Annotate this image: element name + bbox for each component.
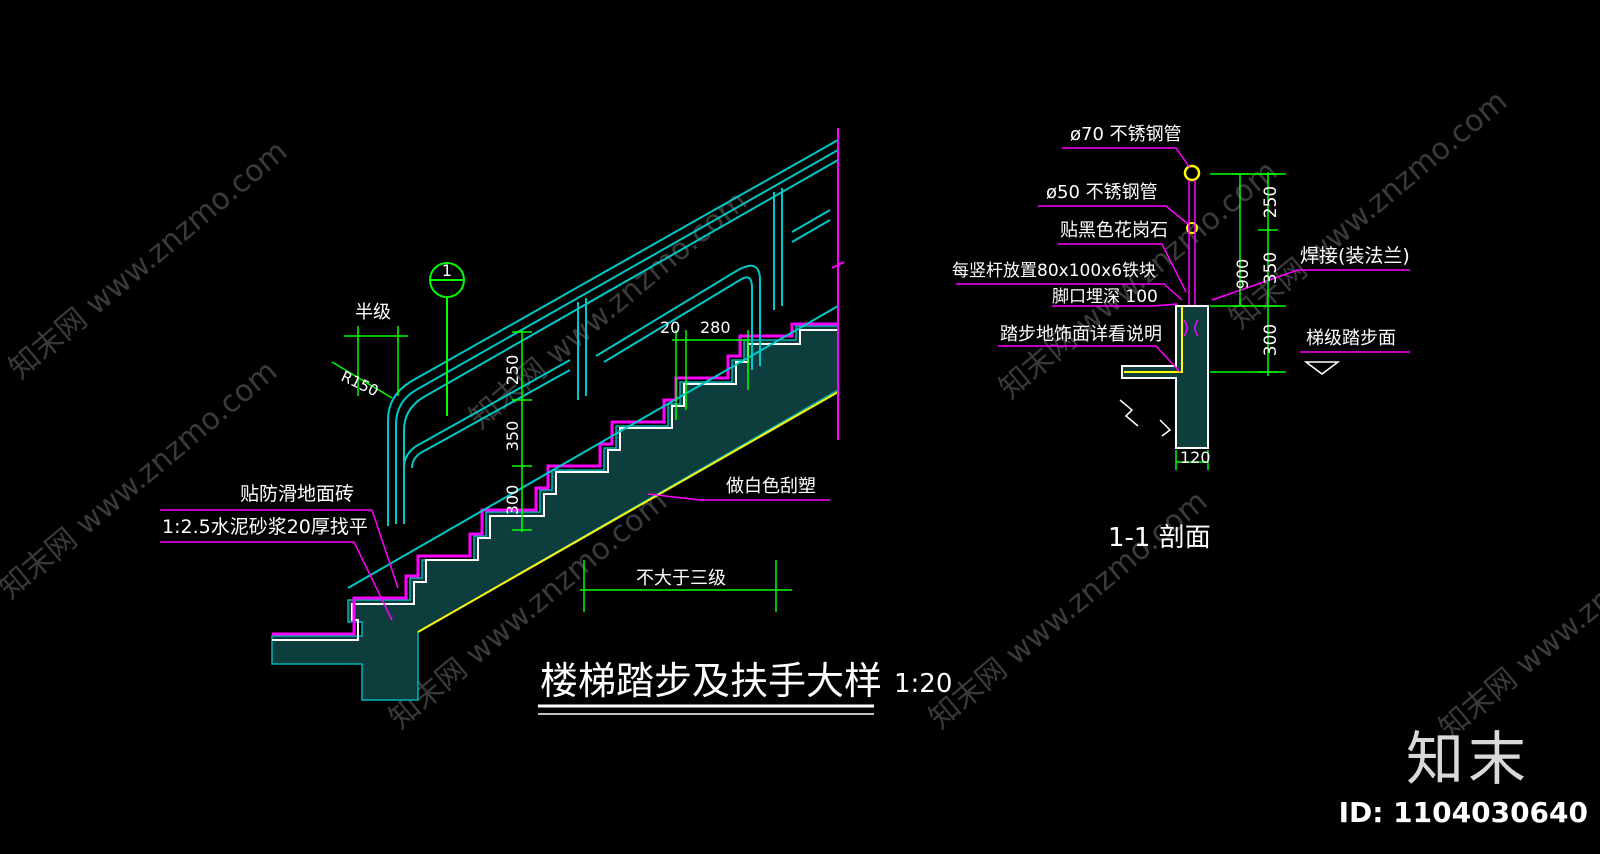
watermark-text: 知末网 www.znzmo.com (0, 354, 284, 606)
watermark-layer: 知末网 www.znzmo.com 知末网 www.znzmo.com 知末网 … (0, 84, 1600, 746)
radius-label: R150 (338, 367, 381, 400)
handrail-assembly (347, 139, 839, 589)
break-marks (1119, 399, 1172, 437)
sec-dim-300: 300 (1261, 324, 1281, 356)
pipe-50-circle (1186, 222, 1198, 234)
vertical-dimension-chain (512, 330, 532, 532)
dim-280: 280 (700, 318, 731, 337)
section-marker-number: 1 (442, 261, 452, 280)
dim-350: 350 (503, 421, 522, 452)
leader-line (353, 541, 393, 621)
dim-300: 300 (503, 485, 522, 516)
pipe-70-circle (1183, 164, 1201, 182)
dim-20: 20 (660, 318, 680, 337)
callout-floor: 踏步地饰面详看说明 (1000, 324, 1162, 345)
anchor-foot (1183, 319, 1199, 337)
callout-pipe50: ø50 不锈钢管 (1046, 182, 1158, 203)
dim-250: 250 (503, 355, 522, 386)
soffit-line (417, 391, 839, 633)
callout-iron: 每竖杆放置80x100x6铁块 (952, 261, 1156, 281)
max-steps-dimension (580, 560, 792, 612)
sec-dim-250: 250 (1261, 186, 1281, 218)
sec-dim-350: 350 (1261, 252, 1281, 284)
finish-line (1124, 306, 1183, 373)
section-dimension-chain (1175, 172, 1286, 470)
sec-dim-900: 900 (1233, 259, 1252, 290)
leader-line (371, 509, 399, 589)
section-1-1-view: ø70 不锈钢管 ø50 不锈钢管 贴黑色花岗石 每竖杆放置80x100x6铁块… (952, 124, 1410, 553)
callout-tread: 梯级踏步面 (1306, 328, 1396, 349)
stair-detail-view: 1 半级 R150 250 350 300 20 (160, 128, 952, 715)
callout-embed: 脚口埋深 100 (1052, 287, 1158, 307)
watermark-text: 知末网 www.znzmo.com (923, 484, 1214, 736)
step-concrete-section (1121, 305, 1209, 449)
main-title: 楼梯踏步及扶手大样 (540, 659, 882, 703)
note-tile: 贴防滑地面砖 (240, 483, 354, 505)
main-scale: 1:20 (894, 669, 952, 699)
sec-dim-120: 120 (1180, 448, 1211, 467)
brand-logo: 知末 (1405, 725, 1530, 793)
tread-dimension (672, 330, 750, 420)
section-leaders (956, 147, 1410, 373)
level-symbol (1303, 361, 1341, 375)
watermark-text: 知末网 www.znzmo.com (1433, 494, 1600, 746)
image-id-label: ID: 1104030640 (1338, 796, 1588, 829)
half-step-label: 半级 (355, 302, 391, 323)
watermark-text: 知末网 www.znzmo.com (3, 134, 294, 386)
note-plaster: 做白色刮塑 (726, 476, 816, 497)
note-max-steps: 不大于三级 (636, 568, 726, 589)
section-marker: 1 (429, 261, 465, 416)
break-mark (831, 261, 845, 269)
callout-granite: 贴黑色花岗石 (1060, 220, 1168, 241)
section-title: 1-1 剖面 (1108, 523, 1211, 553)
callout-pipe70: ø70 不锈钢管 (1070, 124, 1182, 145)
tile-layer-line (272, 322, 838, 636)
note-mortar: 1:2.5水泥砂浆20厚找平 (162, 516, 368, 538)
callout-weld: 焊接(装法兰) (1300, 245, 1410, 267)
half-step-dimension (331, 326, 408, 399)
leader-line (647, 493, 701, 501)
